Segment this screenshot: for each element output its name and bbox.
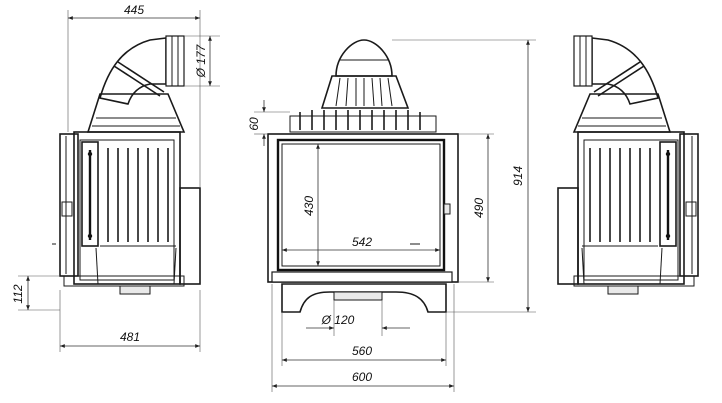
dim-front-height: 490 bbox=[472, 198, 486, 218]
dim-top-offset: 60 bbox=[247, 117, 261, 131]
dim-total-height: 914 bbox=[511, 166, 525, 186]
dim-flue-diameter: Ø 177 bbox=[194, 43, 208, 78]
dim-base-width: 560 bbox=[352, 344, 372, 358]
dim-door-height: 430 bbox=[302, 196, 316, 216]
front-view bbox=[267, 39, 459, 313]
dim-side-depth: 481 bbox=[120, 330, 140, 344]
dim-glass-width: 542 bbox=[352, 235, 372, 249]
dim-total-width: 600 bbox=[352, 370, 372, 384]
dim-side-width: 445 bbox=[124, 3, 144, 17]
dimension-lines bbox=[18, 10, 536, 392]
left-side-view bbox=[52, 35, 201, 295]
right-side-view bbox=[557, 35, 699, 295]
dim-base-height: 112 bbox=[11, 284, 25, 303]
dimension-labels: 445 Ø 177 112 481 60 430 542 490 914 Ø 1… bbox=[11, 3, 525, 384]
dim-air-inlet: Ø 120 bbox=[321, 313, 355, 327]
